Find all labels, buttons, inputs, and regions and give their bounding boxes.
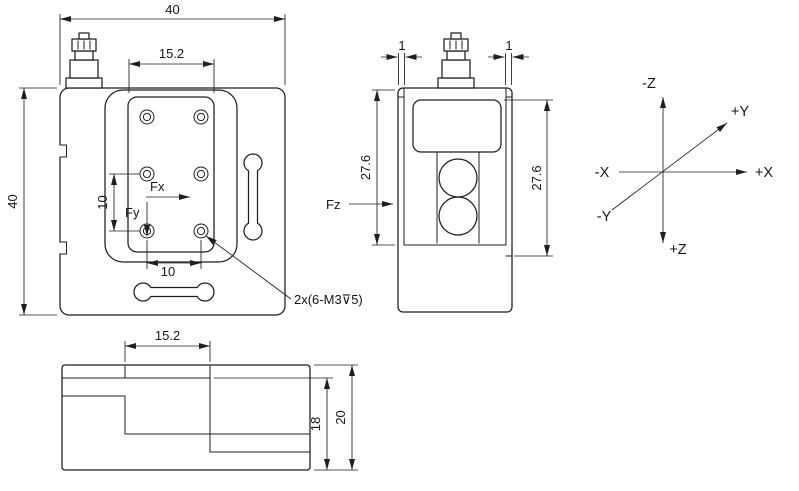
flexure-slot-horizontal	[133, 282, 215, 302]
plate-pocket-outline	[104, 89, 238, 263]
axis-label-pos-x: +X	[755, 165, 773, 181]
front-view: 40 40 15.2 10 10 Fx Fy	[5, 2, 363, 316]
connector-tip	[450, 32, 462, 40]
mounting-hole-counterbore	[193, 109, 209, 125]
body-notch-mask	[59, 145, 67, 157]
side-view: 1 1 27.6 27.6 Fz	[326, 32, 553, 313]
mounting-hole-thread	[196, 112, 206, 122]
extension-line	[505, 53, 512, 85]
dim-side-height-left: 27.6	[358, 89, 395, 246]
mounting-hole-counterbore	[193, 223, 209, 239]
dim-text-bottom-inner-height: 18	[308, 417, 323, 431]
extension-line	[59, 14, 286, 85]
leader-line	[205, 235, 292, 300]
extension-line	[372, 89, 395, 246]
body-notch-mask	[59, 242, 67, 254]
mounting-hole-counterbore	[139, 109, 155, 125]
dim-text-hole-pitch-horizontal: 10	[161, 264, 175, 279]
dim-hole-pitch-horizontal: 10	[146, 240, 202, 279]
connector-body	[441, 59, 471, 79]
bottom-plate-edges	[124, 364, 211, 379]
coordinate-axes: -Z +Z -X +X +Y -Y	[595, 76, 774, 258]
force-fz: Fz	[326, 197, 393, 212]
bottom-step-line-inner	[61, 395, 311, 435]
mounting-hole-thread	[142, 112, 152, 122]
mounting-hole-thread	[196, 226, 206, 236]
left-edge-notch	[59, 241, 67, 255]
dim-plate-width: 15.2	[128, 46, 215, 93]
extension-line	[398, 53, 405, 85]
force-fy-label: Fy	[125, 205, 140, 220]
bottom-step-line-outer	[61, 377, 311, 453]
flexure-bore	[438, 196, 478, 236]
mounting-hole-thread	[142, 169, 152, 179]
dim-text-side-height-right: 27.6	[529, 165, 544, 190]
dim-bottom-inner-height: 18	[214, 377, 358, 471]
extension-line	[19, 87, 57, 316]
flexure-column-edges	[436, 151, 480, 244]
axis-label-neg-y: -Y	[597, 209, 612, 225]
connector-tip	[78, 32, 90, 40]
connector-knurl-lines	[449, 40, 463, 50]
connector-neck	[446, 50, 466, 61]
dim-lip-right: 1	[488, 38, 529, 85]
mounting-hole-counterbore	[193, 166, 209, 182]
force-fx: Fx	[146, 179, 190, 200]
dim-text-side-height-left: 27.6	[358, 155, 373, 180]
dim-text-plate-width: 15.2	[159, 46, 184, 61]
dim-front-height: 40	[5, 87, 57, 316]
side-body-outline	[397, 87, 513, 313]
force-fz-label: Fz	[326, 197, 340, 212]
bottom-view: 15.2 18 20	[61, 328, 358, 471]
dim-hole-pitch-vertical: 10	[95, 173, 140, 232]
connector-base	[65, 77, 103, 89]
dim-text-front-height: 40	[5, 194, 20, 208]
dim-text-front-width: 40	[165, 2, 179, 17]
flexure-slot-vertical	[243, 153, 263, 241]
mounting-hole-thread	[196, 169, 206, 179]
mounting-plate-outline	[127, 96, 215, 253]
force-fy: Fy	[125, 202, 150, 236]
connector-side	[437, 32, 475, 89]
dim-side-height-right: 27.6	[504, 99, 553, 257]
left-edge-notch	[59, 144, 67, 158]
dim-text-lip-left: 1	[398, 38, 405, 53]
connector-knurl-lines	[77, 40, 91, 50]
axis-label-neg-z: -Z	[642, 76, 656, 92]
dim-text-lip-right: 1	[505, 38, 512, 53]
flexure-bore	[438, 158, 478, 198]
dim-bottom-plate-width: 15.2	[124, 328, 211, 362]
dim-text-hole-pitch-vertical: 10	[95, 195, 110, 209]
axis-label-pos-y: +Y	[731, 104, 749, 120]
axis-label-neg-x: -X	[595, 165, 610, 181]
connector-base	[437, 77, 475, 89]
axis-y-line	[611, 122, 728, 211]
side-inner-block	[412, 99, 502, 153]
axis-label-pos-z: +Z	[669, 242, 686, 258]
extension-line	[124, 341, 211, 362]
side-inner-edges	[397, 87, 513, 257]
connector-neck	[74, 50, 94, 61]
connector-front	[65, 32, 103, 89]
dim-text-bottom-total-height: 20	[333, 410, 348, 424]
thread-note-text: 2x(6-M3⊽5)	[294, 292, 363, 307]
thread-callout: 2x(6-M3⊽5)	[205, 235, 363, 307]
mounting-holes	[139, 109, 209, 239]
connector-body	[69, 59, 99, 79]
force-fx-label: Fx	[150, 179, 165, 194]
dim-text-bottom-plate-width: 15.2	[155, 328, 180, 343]
bottom-body-outline	[61, 364, 311, 471]
dim-front-width: 40	[59, 2, 286, 85]
dim-lip-left: 1	[381, 38, 422, 85]
front-body-outline	[59, 87, 286, 316]
dim-bottom-total-height: 20	[314, 364, 358, 470]
extension-line	[214, 377, 358, 471]
